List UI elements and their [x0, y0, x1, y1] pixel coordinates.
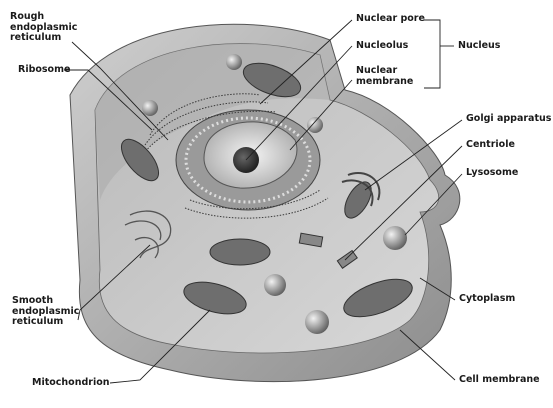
label-nucleus: Nucleus	[458, 41, 500, 52]
label-nucleolus: Nucleolus	[356, 41, 408, 52]
label-golgi: Golgi apparatus	[466, 114, 551, 125]
label-smooth-er: Smooth endoplasmic reticulum	[12, 296, 79, 328]
label-nuclear-pore: Nuclear pore	[356, 14, 425, 25]
label-lysosome: Lysosome	[466, 168, 518, 179]
label-cytoplasm: Cytoplasm	[459, 294, 515, 305]
nucleus-shape	[176, 110, 320, 210]
label-centriole: Centriole	[466, 140, 515, 151]
label-rough-er: Rough endoplasmic reticulum	[10, 12, 77, 44]
label-cell-membrane: Cell membrane	[459, 375, 540, 386]
label-mitochondrion: Mitochondrion	[32, 378, 110, 389]
label-nuclear-membrane: Nuclear membrane	[356, 66, 413, 87]
label-ribosome: Ribosome	[18, 65, 70, 76]
